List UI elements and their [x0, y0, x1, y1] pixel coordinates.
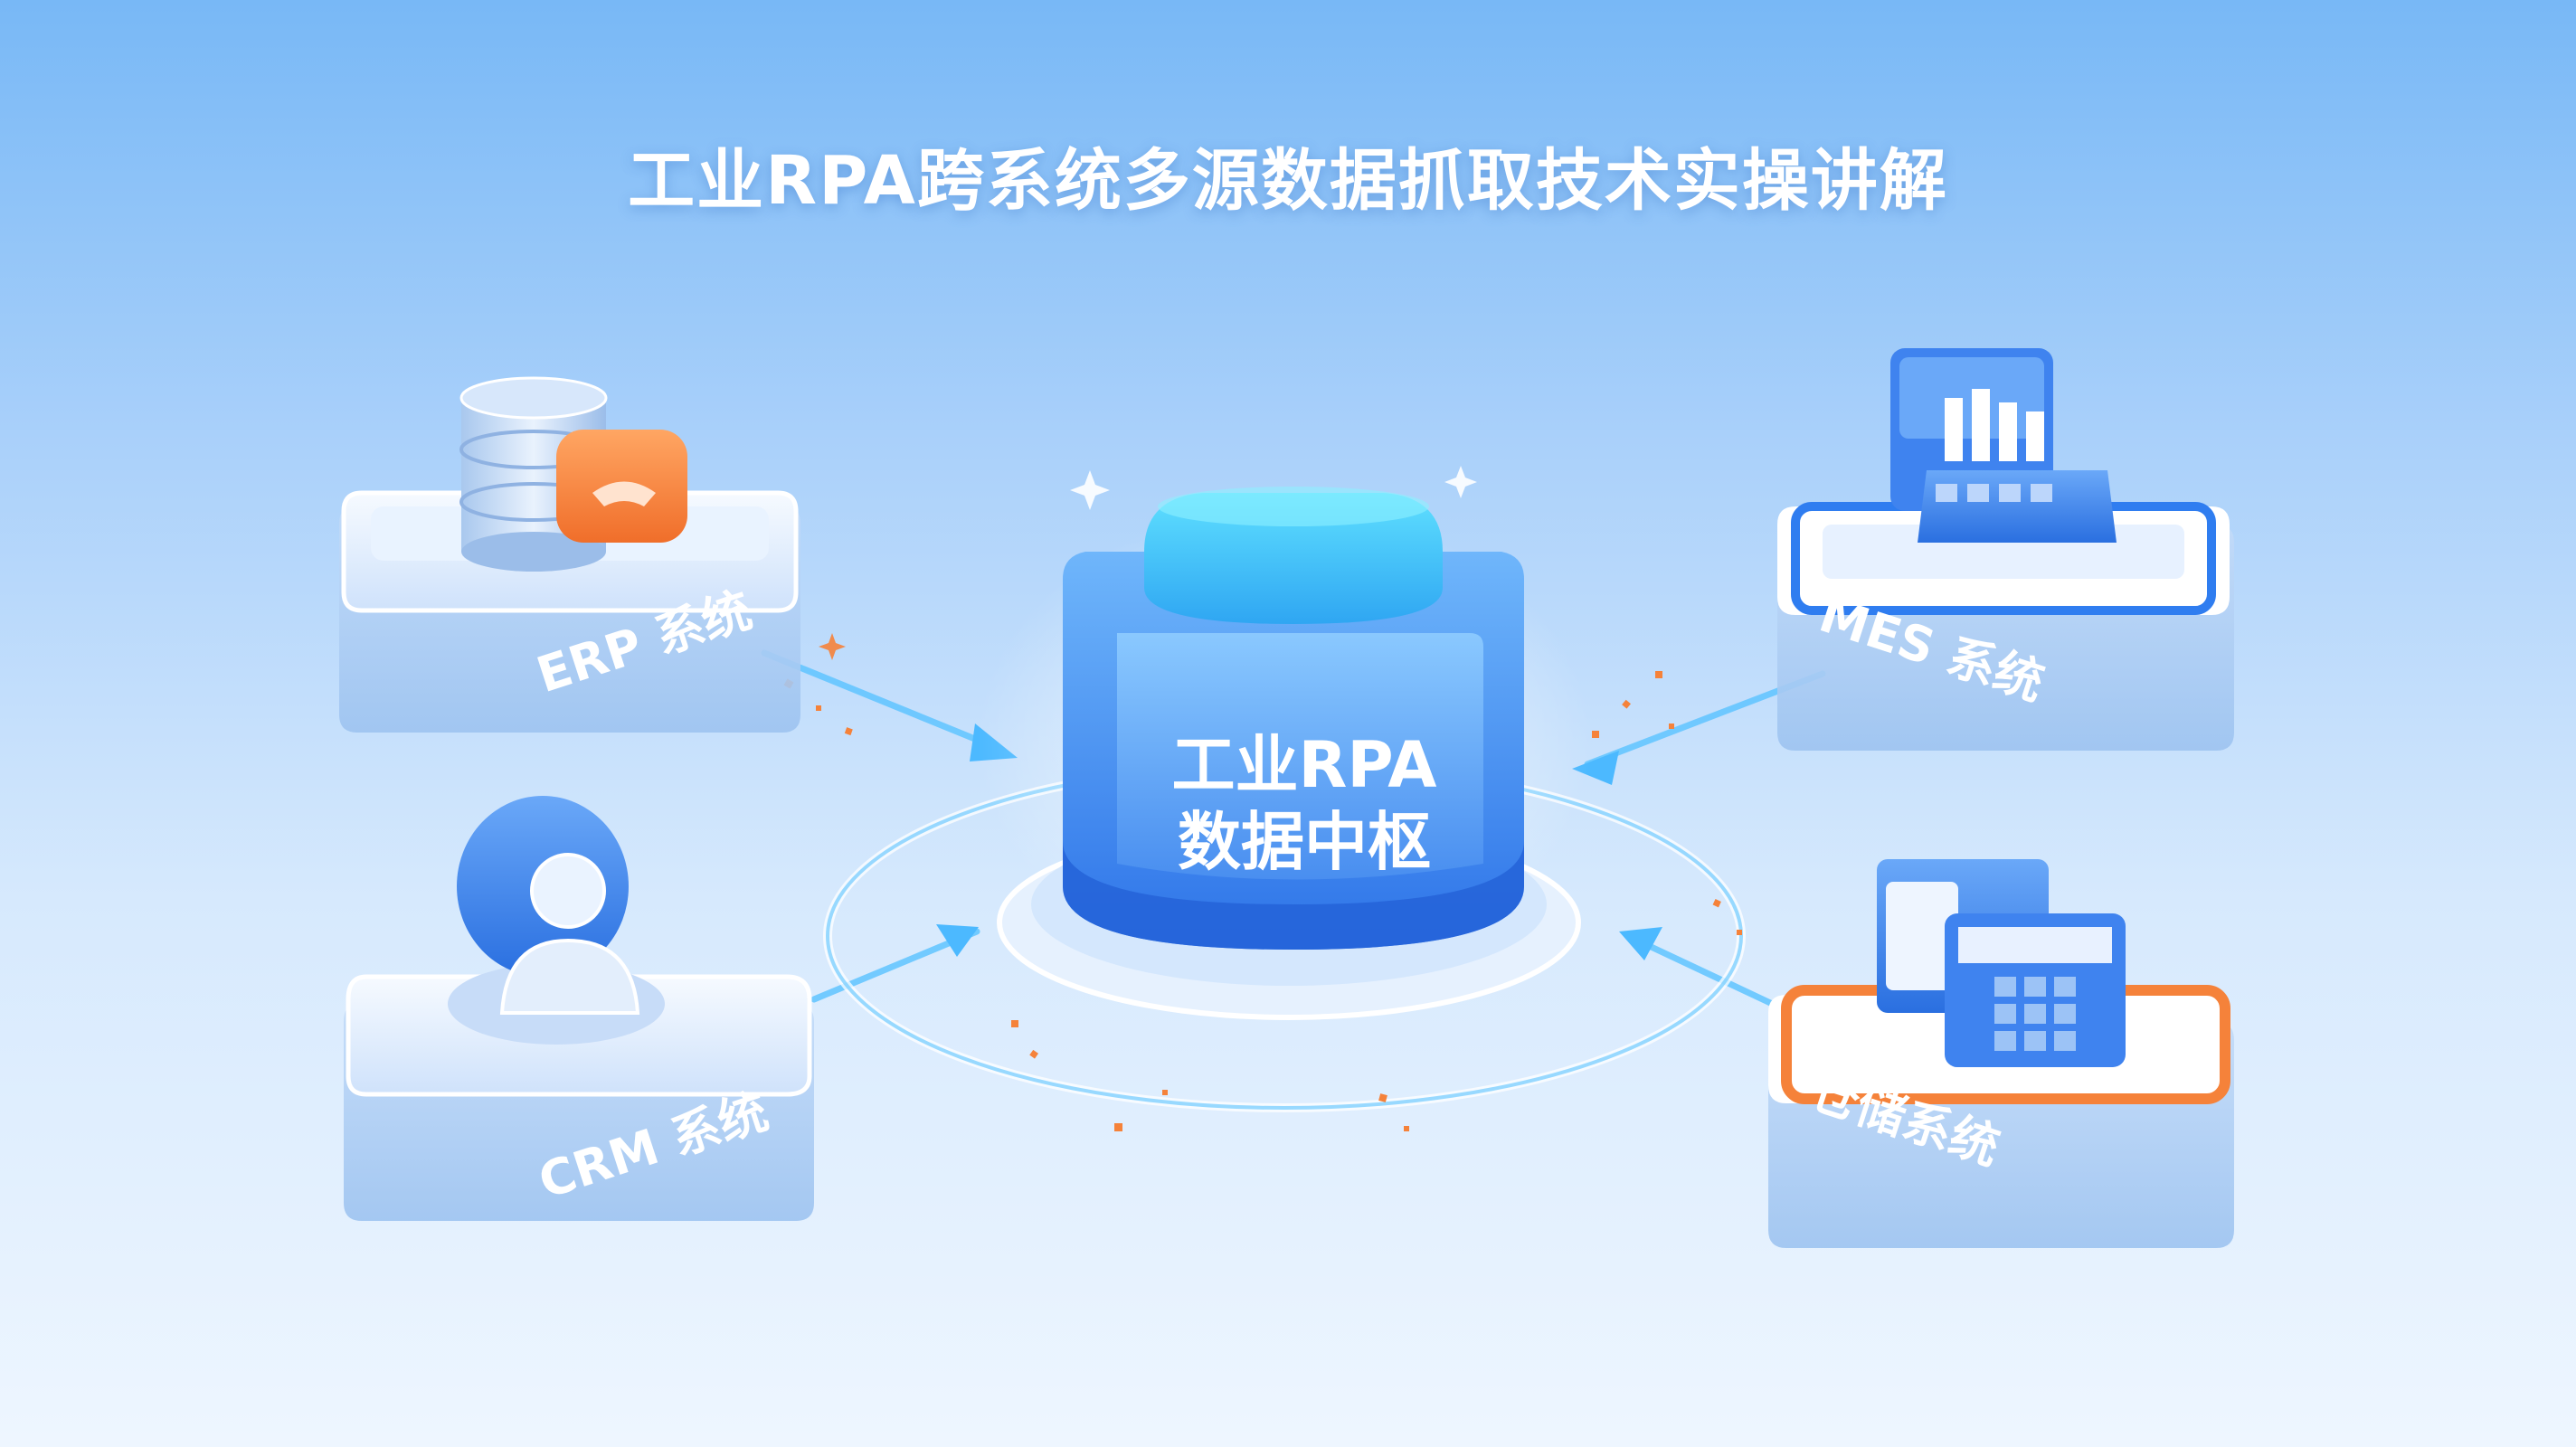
hub-cap	[1144, 493, 1443, 624]
connector-erp-hub	[761, 649, 990, 747]
factory-machine-icon	[1890, 348, 2117, 543]
page-title: 工业RPA跨系统多源数据抓取技术实操讲解	[628, 142, 1948, 220]
mes-node: MES 系统	[1777, 348, 2234, 751]
erp-badge-icon	[556, 430, 687, 543]
arrowhead-mes	[1572, 751, 1619, 785]
warehouse-icon	[1877, 859, 2126, 1067]
hub-face	[1117, 633, 1483, 880]
arrowhead-crm	[936, 924, 979, 957]
connector-wms-hub	[1624, 932, 1785, 1012]
star-sparkles	[819, 466, 1477, 660]
hub-node: 工业RPA 数据中枢	[977, 487, 1592, 1020]
hub-title-line2: 数据中枢	[1178, 805, 1431, 879]
hub-title-line1: 工业RPA	[1172, 728, 1437, 802]
erp-node: ERP 系统	[339, 376, 800, 733]
wms-node: 仓储系统	[1768, 859, 2234, 1248]
crm-node: CRM 系统	[344, 796, 814, 1221]
spark-particles	[783, 671, 1742, 1131]
user-avatar-icon	[457, 796, 640, 1015]
arrowhead-wms	[1619, 927, 1662, 960]
